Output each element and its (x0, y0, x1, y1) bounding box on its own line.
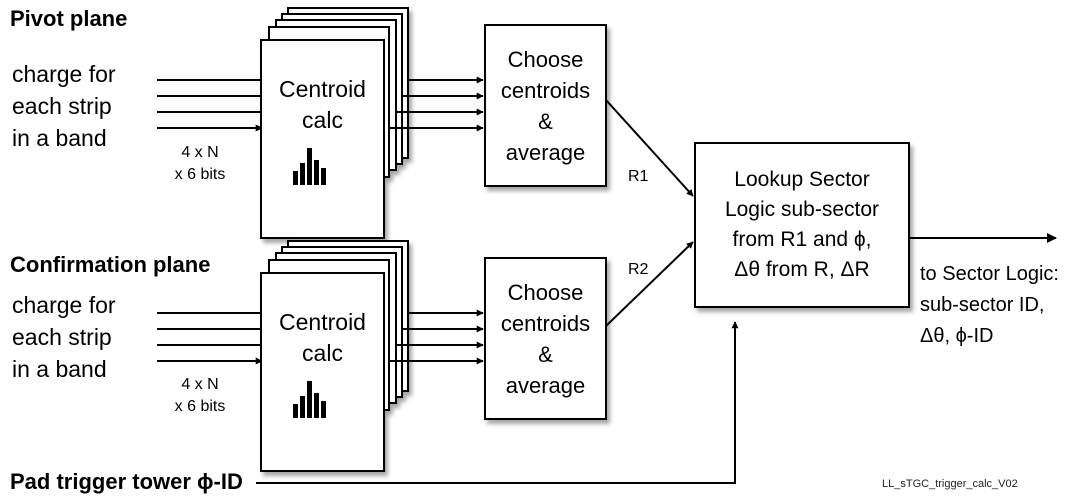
pivot-input-line: each strip (12, 93, 112, 119)
pivot-centroid-outputs (389, 76, 484, 132)
confirmation-choose-line: Choose (507, 279, 584, 305)
pivot-bits-label: 4 x N x 6 bits (155, 142, 245, 186)
pivot-input-line: in a band (12, 125, 107, 151)
lookup-line: Lookup Sector (734, 168, 870, 191)
pivot-input-label: charge for each strip in a band (12, 58, 116, 154)
pivot-choose-line: & (538, 108, 553, 134)
output-label: to Sector Logic: sub-sector ID, Δθ, ϕ-ID (920, 259, 1059, 352)
pivot-centroid-line: calc (302, 107, 343, 133)
pivot-r1-arrow (605, 99, 694, 197)
pad-trigger-line (256, 321, 739, 484)
pivot-choose-label: Choose centroids & average (485, 25, 606, 186)
confirmation-bits-line: x 6 bits (174, 398, 226, 415)
output-line: to Sector Logic: (920, 263, 1059, 285)
pivot-input-arrows (157, 76, 280, 132)
pivot-input-line: charge for (12, 61, 116, 87)
lookup-line: Logic sub-sector (724, 198, 880, 221)
pivot-histogram-icon (293, 148, 326, 185)
output-line: Δθ, ϕ-ID (920, 325, 994, 347)
lookup-line: Δθ from R, ΔR (734, 258, 870, 281)
confirmation-centroid-line: Centroid (279, 309, 366, 335)
lookup-label: Lookup Sector Logic sub-sector from R1 a… (695, 143, 909, 307)
confirmation-choose-line: average (505, 372, 586, 398)
confirmation-input-line: each strip (12, 324, 112, 350)
confirmation-choose-box (484, 257, 607, 420)
confirmation-choose-label: Choose centroids & average (485, 258, 606, 419)
lookup-box (694, 142, 910, 308)
pivot-centroid-label: Centroid calc (261, 70, 384, 140)
confirmation-section (157, 240, 694, 472)
lookup-line: from R1 and ϕ, (732, 228, 872, 251)
confirmation-centroid-stack (260, 240, 409, 472)
pivot-choose-line: Choose (507, 46, 584, 72)
confirmation-choose-line: & (538, 341, 553, 367)
pivot-bits-line: 4 x N (181, 144, 219, 161)
confirmation-choose-line: centroids (500, 310, 591, 336)
pad-trigger-label: Pad trigger tower ϕ-ID (10, 469, 243, 494)
confirmation-input-line: charge for (12, 292, 116, 318)
pivot-bits-line: x 6 bits (174, 166, 226, 183)
pivot-choose-box (484, 24, 607, 187)
pivot-centroid-line: Centroid (279, 76, 366, 102)
confirmation-input-label: charge for each strip in a band (12, 289, 116, 385)
confirmation-bits-label: 4 x N x 6 bits (155, 374, 245, 418)
confirmation-bits-line: 4 x N (181, 376, 219, 393)
pivot-choose-line: average (505, 139, 586, 165)
pivot-section (157, 7, 694, 239)
confirmation-centroid-line: calc (302, 340, 343, 366)
confirmation-centroid-label: Centroid calc (261, 303, 384, 373)
confirmation-r2-arrow (605, 241, 694, 327)
confirmation-input-line: in a band (12, 356, 107, 382)
confirmation-plane-title: Confirmation plane (10, 252, 211, 277)
r2-label: R2 (628, 261, 649, 278)
confirmation-histogram-icon (293, 381, 326, 418)
pivot-centroid-stack (260, 7, 409, 239)
pivot-plane-title: Pivot plane (10, 6, 128, 31)
version-label: LL_sTGC_trigger_calc_V02 (882, 478, 1018, 490)
r1-label: R1 (628, 168, 649, 185)
pivot-choose-line: centroids (500, 77, 591, 103)
output-line: sub-sector ID, (920, 294, 1045, 316)
confirmation-input-arrows (157, 309, 280, 365)
confirmation-centroid-outputs (389, 309, 484, 365)
